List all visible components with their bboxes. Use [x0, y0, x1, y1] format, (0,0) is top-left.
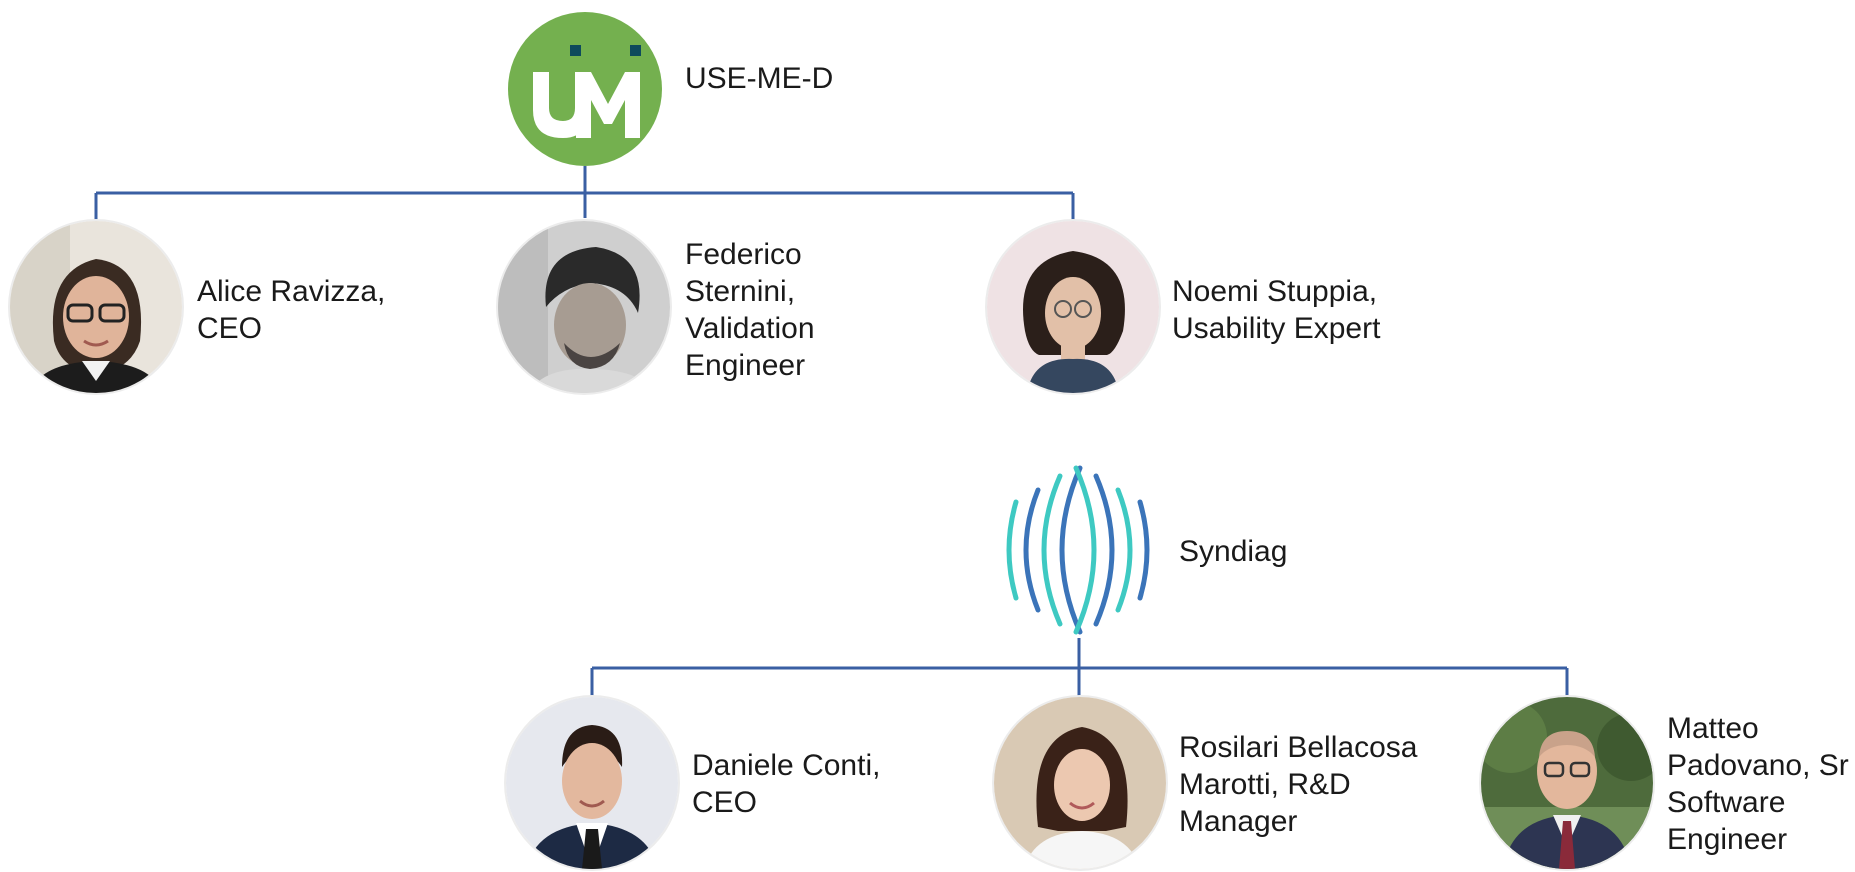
person-photo-icon	[994, 697, 1166, 869]
member-label: Federico Sternini, Validation Engineer	[685, 238, 815, 382]
person-photo-icon	[506, 697, 678, 869]
member-label: Alice Ravizza, CEO	[197, 275, 386, 345]
member-label: Rosilari Bellacosa Marotti, R&D Manager	[1179, 731, 1418, 838]
member-label: Daniele Conti, CEO	[692, 749, 881, 819]
person-photo-icon	[498, 221, 670, 393]
member-label: Matteo Padovano, Sr Software Engineer	[1667, 712, 1849, 856]
org-name: USE-ME-D	[685, 62, 834, 95]
person-photo-icon	[1481, 697, 1653, 869]
syndiag-logo-icon	[998, 462, 1158, 638]
person-photo-icon	[987, 221, 1159, 393]
member-label: Noemi Stuppia, Usability Expert	[1172, 275, 1381, 345]
usemed-logo-icon	[508, 12, 662, 166]
org-name: Syndiag	[1179, 535, 1288, 568]
person-photo-icon	[10, 221, 182, 393]
